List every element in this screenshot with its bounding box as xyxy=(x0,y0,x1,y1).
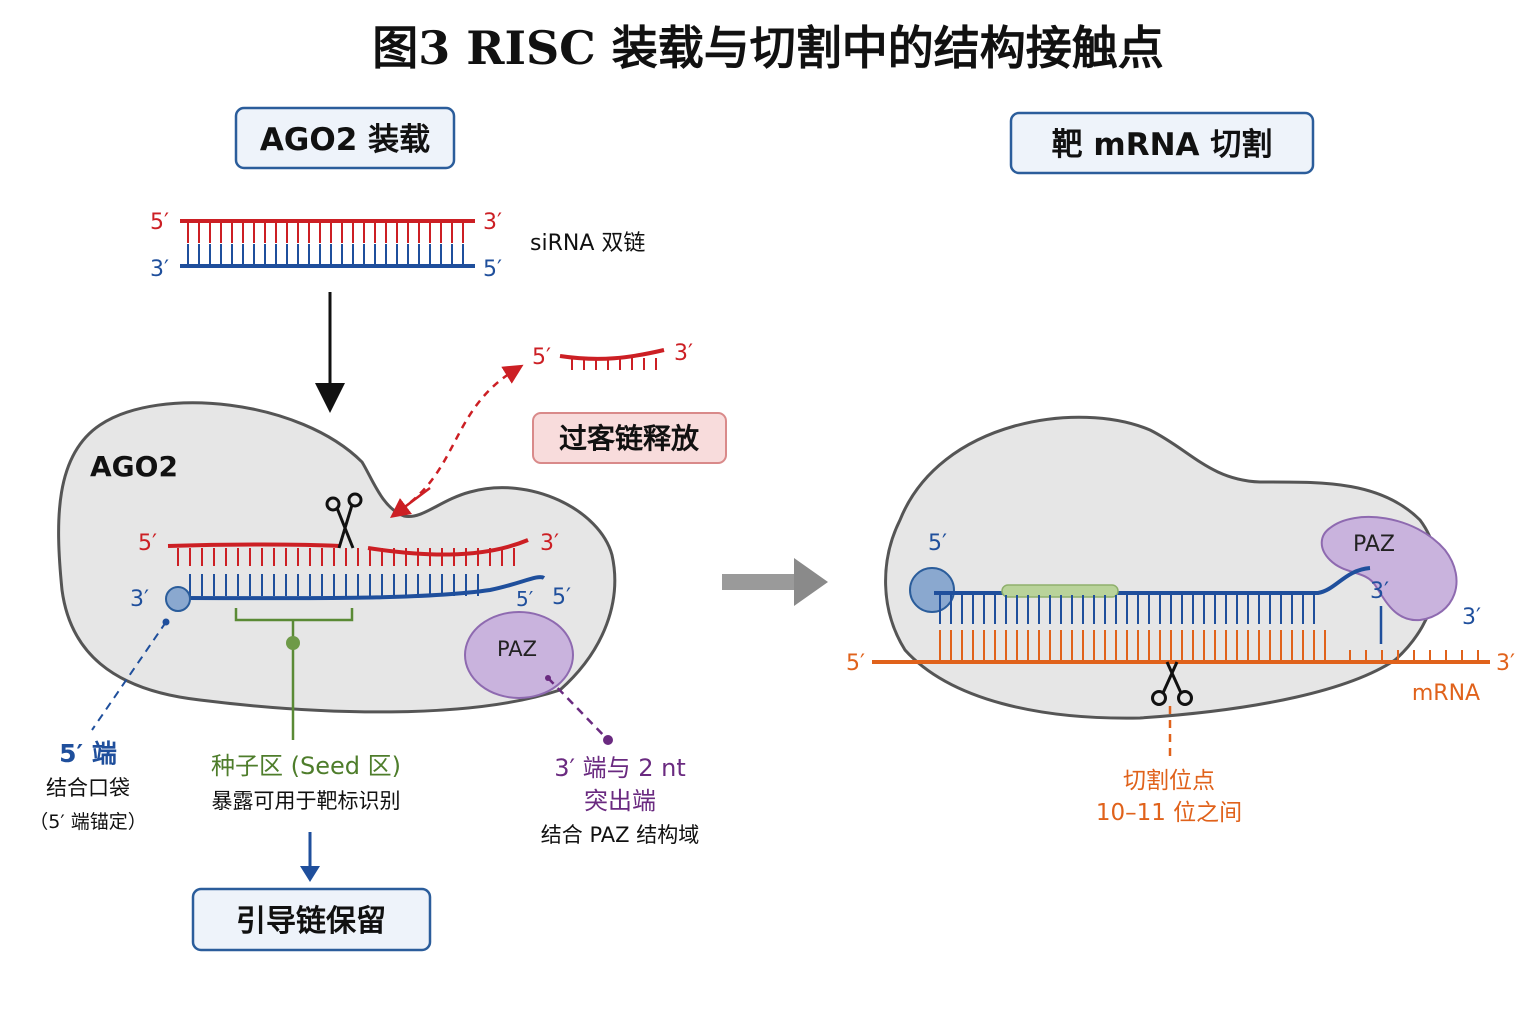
figure-title: 图3 RISC 装载与切割中的结构接触点 xyxy=(372,21,1164,75)
transition-arrow xyxy=(722,558,828,606)
guide-5-right-label: 5′ xyxy=(928,531,947,556)
mrna-3-label: 3′ xyxy=(1496,651,1515,676)
mrna-ticks xyxy=(939,630,1479,660)
guide-3-right-label: 3′ xyxy=(1370,579,1389,604)
pocket-pointer-line xyxy=(91,621,167,731)
cleavage-line1: 切割位点 xyxy=(1123,768,1215,794)
guide-ticks-right xyxy=(939,595,1315,624)
release-arrow-back xyxy=(390,487,431,518)
retain-label: 引导链保留 xyxy=(236,904,386,939)
released-ticks xyxy=(571,358,657,370)
guide-ticks xyxy=(189,574,479,596)
paz-domain-right xyxy=(1320,516,1458,622)
five-prime-pocket-right xyxy=(909,567,955,613)
ago2-label: AGO2 xyxy=(90,450,178,483)
passenger-strand xyxy=(167,542,341,548)
sirna-duplex: 5′ 3′ 3′ 5′ siRNA 双链 xyxy=(150,210,645,282)
passenger-ticks xyxy=(177,548,515,566)
sirna-top-3-label: 3′ xyxy=(483,210,502,235)
paz-annotation-line: 结合 PAZ 结构域 xyxy=(541,823,699,847)
released-5-label: 5′ xyxy=(532,345,551,370)
guide-3-right-outer-label: 3′ xyxy=(1462,605,1481,630)
retain-box xyxy=(191,887,432,952)
seed-pointer-dot xyxy=(286,636,300,650)
guide-5-outer-label: 5′ xyxy=(552,585,571,610)
release-label: 过客链释放 xyxy=(559,422,700,455)
passenger-5-label: 5′ xyxy=(138,531,157,556)
cleavage-header: 靶 mRNA 切割 xyxy=(1052,127,1273,163)
passenger-strand-right xyxy=(367,538,529,557)
paz-pointer-line xyxy=(547,677,609,741)
right-panel: 靶 mRNA 切割 PAZ 5′ 3′ 3′ 5′ 3′ mRNA 切割位点 1… xyxy=(846,111,1515,826)
seed-title: 种子区 (Seed 区) xyxy=(211,752,401,780)
guide-5-inner-label: 5′ xyxy=(516,587,534,611)
cleavage-header-box xyxy=(1009,111,1315,175)
guide-strand-right xyxy=(934,566,1371,595)
paz-right-label: PAZ xyxy=(1353,532,1395,557)
guide-strand xyxy=(179,575,546,601)
scissors-icon xyxy=(325,492,363,549)
left-panel: AGO2 装载 5′ 3′ 3′ 5′ siRNA 双链 AGO2 5′ 3′ … xyxy=(29,106,727,952)
release-arrow xyxy=(399,364,524,512)
five-prime-binding-pocket xyxy=(165,586,191,612)
loading-header-box xyxy=(234,106,456,170)
paz-pointer-dot-end xyxy=(603,735,613,745)
released-passenger-strand xyxy=(559,348,665,361)
paz-left-label: PAZ xyxy=(497,637,537,661)
pocket-line2: （5′ 端锚定） xyxy=(29,811,146,833)
paz-pointer-dot-start xyxy=(545,675,551,681)
sirna-top-5-label: 5′ xyxy=(150,210,169,235)
paz-annotation-title1: 3′ 端与 2 nt xyxy=(554,754,686,782)
mrna-5-label: 5′ xyxy=(846,651,865,676)
retain-arrow-head xyxy=(300,866,320,882)
cleavage-line2: 10–11 位之间 xyxy=(1096,800,1242,826)
released-3-label: 3′ xyxy=(674,341,693,366)
pocket-title: 5′ 端 xyxy=(59,739,117,768)
pocket-pointer-dot xyxy=(162,618,170,626)
sirna-label: siRNA 双链 xyxy=(530,231,645,256)
seed-line: 暴露可用于靶标识别 xyxy=(212,789,401,813)
pocket-line1: 结合口袋 xyxy=(46,776,130,800)
loading-header: AGO2 装载 xyxy=(260,122,430,158)
sirna-base-pairs xyxy=(187,223,464,264)
sirna-bottom-5-label: 5′ xyxy=(483,257,502,282)
sirna-bottom-3-label: 3′ xyxy=(150,257,169,282)
paz-annotation-title2: 突出端 xyxy=(584,787,656,815)
release-box xyxy=(532,412,727,464)
mrna-label: mRNA xyxy=(1412,681,1480,706)
scissors-cleavage-icon xyxy=(1151,661,1193,706)
passenger-3-label: 3′ xyxy=(540,531,559,556)
guide-3-label: 3′ xyxy=(130,587,149,612)
